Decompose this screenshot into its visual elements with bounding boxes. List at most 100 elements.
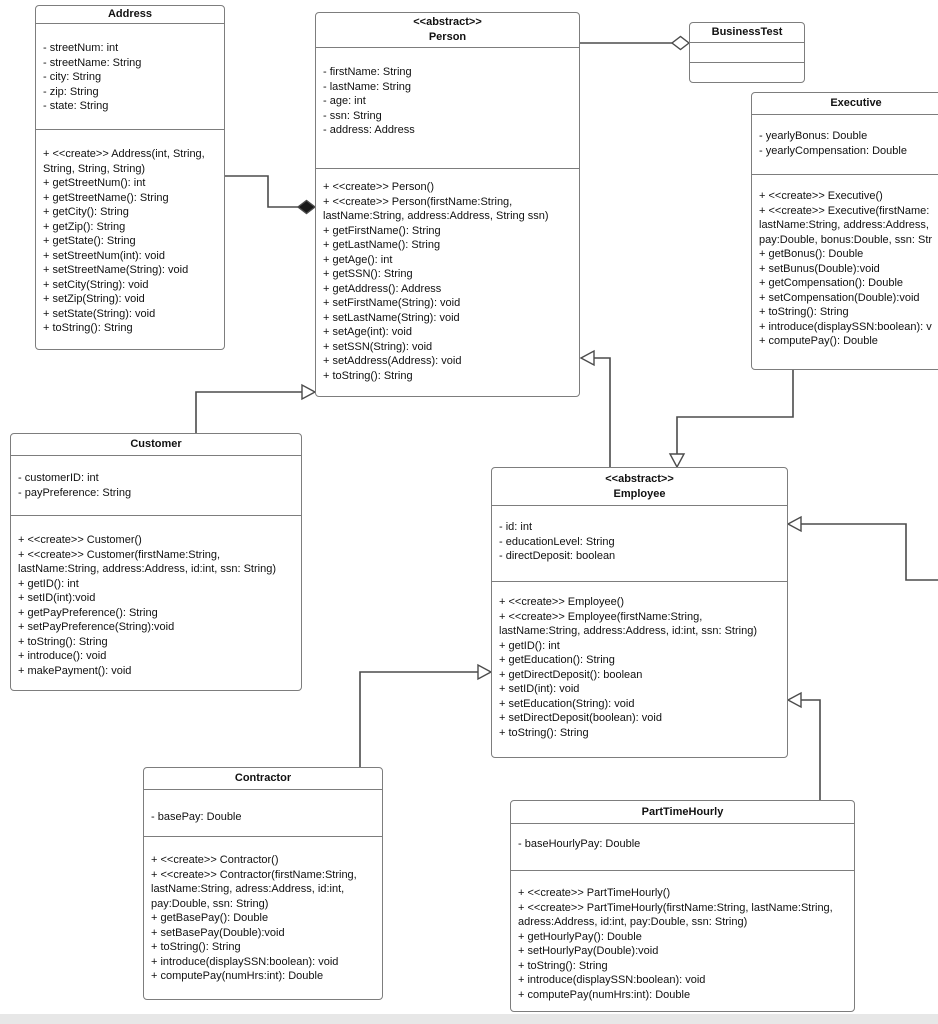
methods-section-parttimehourly: + <<create>> PartTimeHourly()+ <<create>…	[511, 871, 854, 1011]
method-line: + setSSN(String): void	[323, 340, 433, 353]
aggregation-marker	[670, 35, 691, 51]
attribute-line: - id: int	[499, 521, 533, 533]
attribute-line: - customerID: int	[18, 472, 99, 484]
method-line: + setAddress(Address): void	[323, 355, 462, 367]
method-line: + getAddress(): Address	[323, 282, 442, 295]
method-line: + getZip(): String	[43, 220, 126, 233]
class-name: Address	[107, 8, 153, 20]
method-line: + getFirstName(): String	[323, 224, 441, 237]
method-line: + toString(): String	[499, 726, 589, 739]
attribute-line: - age: int	[323, 95, 366, 107]
method-line: + computePay(numHrs:int): Double	[151, 970, 324, 982]
connector-offscreen-employee[interactable]	[786, 515, 938, 581]
class-title-executive: Executive	[752, 93, 938, 115]
method-line: + <<create>> Customer()	[18, 534, 142, 546]
method-line: + getPayPreference(): String	[18, 606, 158, 619]
connector-contractor-employee[interactable]	[359, 663, 493, 767]
method-line: + getID(): int	[18, 577, 79, 590]
attribute-line: - yearlyBonus: Double	[759, 130, 868, 142]
class-parttimehourly[interactable]: PartTimeHourly - baseHourlyPay: Double + <…	[510, 800, 855, 1012]
method-line: + <<create>> Executive()	[759, 190, 883, 202]
class-executive[interactable]: Executive- yearlyBonus: Double- yearlyCo…	[751, 92, 938, 370]
method-line: + setDirectDeposit(boolean): void	[499, 712, 662, 724]
method-line: + <<create>> Person(firstName:String,	[323, 195, 513, 208]
method-line: + <<create>> Customer(firstName:String,	[18, 548, 221, 561]
method-line: + setState(String): void	[43, 307, 156, 320]
method-line: + introduce(): void	[18, 650, 107, 662]
method-line: + getHourlyPay(): Double	[518, 930, 642, 943]
attribute-line: - streetName: String	[43, 56, 142, 69]
method-line: lastName:String, address:Address, id:int…	[499, 625, 757, 637]
method-line: + <<create>> Executive(firstName:	[759, 204, 930, 217]
class-customer[interactable]: Customer- customerID: int- payPreference…	[10, 433, 302, 691]
attributes-section-customer: - customerID: int- payPreference: String	[11, 456, 301, 516]
class-title-parttimehourly: PartTimeHourly	[511, 801, 854, 824]
connector-executive-employee[interactable]	[668, 370, 794, 469]
method-line: + getStreetNum(): int	[43, 177, 146, 189]
method-line: String, String, String)	[43, 162, 146, 175]
method-line: + setLastName(String): void	[323, 311, 460, 324]
method-line: + introduce(displaySSN:boolean): void	[518, 974, 706, 986]
method-line: + <<create>> Contractor()	[151, 854, 279, 866]
method-line: pay:Double, ssn: String)	[151, 897, 269, 910]
method-line: + toString(): String	[151, 941, 241, 953]
method-line: + getBasePay(): Double	[151, 912, 269, 924]
method-line: + setStreetNum(int): void	[43, 249, 165, 262]
method-line: + toString(): String	[518, 959, 608, 972]
class-title-customer: Customer	[11, 434, 301, 456]
method-line: + setBunus(Double):void	[759, 262, 880, 275]
class-title-contractor: Contractor	[144, 768, 382, 790]
class-employee[interactable]: <<abstract>>Employee- id: int- education…	[491, 467, 788, 758]
attributes-section-contractor: - basePay: Double	[144, 790, 382, 837]
attribute-line: - baseHourlyPay: Double	[518, 838, 641, 850]
attribute-line: - city: String	[43, 71, 102, 83]
class-person[interactable]: <<abstract>>Person- firstName: String- l…	[315, 12, 580, 397]
attributes-section-employee: - id: int- educationLevel: String- direc…	[492, 506, 787, 582]
generalization-marker	[301, 383, 317, 401]
method-line: + computePay(numHrs:int): Double	[518, 988, 691, 1001]
method-line: + toString(): String	[18, 635, 108, 648]
method-line: + setAge(int): void	[323, 326, 412, 338]
method-line: lastName:String, address:Address, id:int…	[18, 563, 276, 575]
method-line: + setEducation(String): void	[499, 697, 635, 710]
connector-customer-person[interactable]	[195, 383, 317, 433]
class-name: PartTimeHourly	[641, 805, 724, 818]
methods-section-contractor: + <<create>> Contractor()+ <<create>> Co…	[144, 837, 382, 999]
method-line: + getSSN(): String	[323, 268, 413, 280]
connector-address-person[interactable]	[225, 175, 317, 215]
connector-parttimehourly-employee[interactable]	[786, 691, 821, 800]
class-title-businesstest: BusinessTest	[690, 23, 804, 43]
method-line: + getBonus(): Double	[759, 248, 864, 260]
class-name: Contractor	[234, 772, 292, 784]
method-line: + setBasePay(Double):void	[151, 926, 285, 939]
generalization-marker	[668, 453, 686, 469]
class-title-person: <<abstract>>Person	[316, 13, 579, 48]
methods-section-businesstest	[690, 63, 804, 82]
method-line: + setID(int):void	[18, 592, 96, 604]
class-contractor[interactable]: Contractor - basePay: Double + <<create>> …	[143, 767, 383, 1000]
class-stereotype: <<abstract>>	[605, 472, 674, 485]
connector-employee-person[interactable]	[579, 349, 611, 467]
method-line: + toString(): String	[323, 369, 413, 382]
class-name: Person	[428, 31, 467, 43]
attributes-section-person: - firstName: String- lastName: String- a…	[316, 48, 579, 169]
method-line: + setID(int): void	[499, 683, 580, 695]
method-line: lastName:String, address:Address,	[759, 219, 929, 231]
method-line: + <<create>> PartTimeHourly(firstName:St…	[518, 901, 833, 914]
class-businesstest[interactable]: BusinessTest	[689, 22, 805, 83]
methods-section-employee: + <<create>> Employee()+ <<create>> Empl…	[492, 582, 787, 757]
method-line: + getLastName(): String	[323, 239, 441, 251]
method-line: + makePayment(): void	[18, 664, 132, 677]
connector-person-businesstest[interactable]	[580, 35, 691, 51]
method-line: + getCity(): String	[43, 206, 129, 218]
method-line: + setZip(String): void	[43, 293, 145, 305]
class-address[interactable]: Address- streetNum: int- streetName: Str…	[35, 5, 225, 350]
method-line: adress:Address, id:int, pay:Double, ssn:…	[518, 916, 748, 928]
generalization-marker	[786, 691, 802, 709]
class-title-address: Address	[36, 6, 224, 24]
attribute-line: - basePay: Double	[151, 811, 242, 823]
method-line: lastName:String, address:Address, String…	[323, 210, 549, 222]
method-line: + computePay(): Double	[759, 335, 878, 347]
